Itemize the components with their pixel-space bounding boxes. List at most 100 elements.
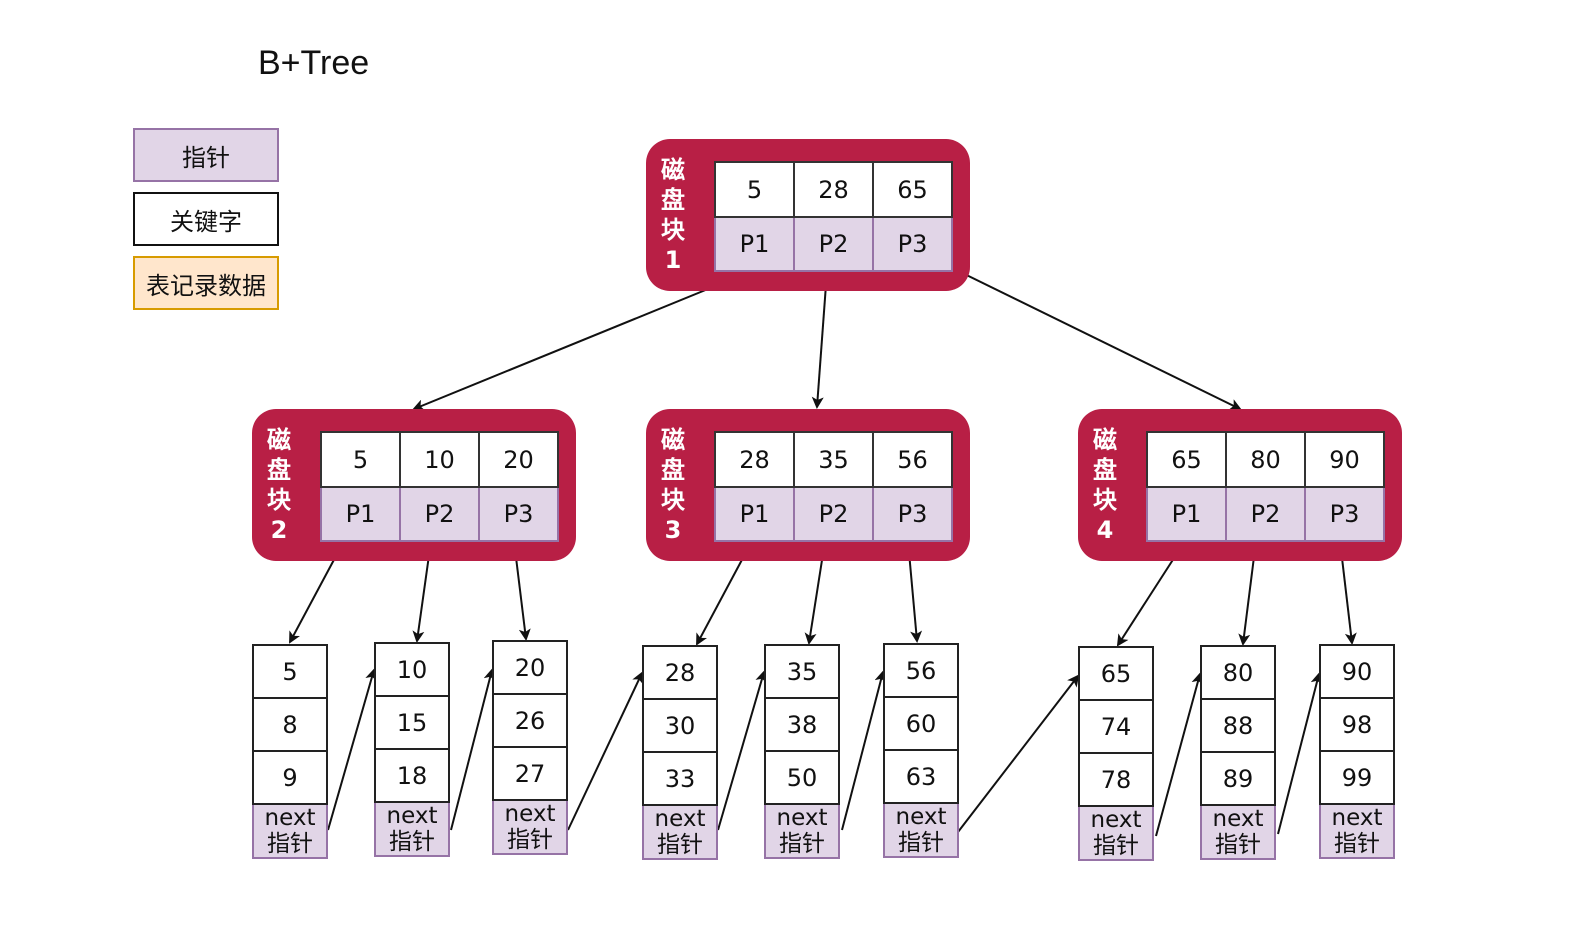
block-key: 80 [1225, 431, 1306, 488]
next-pointer-arrow [327, 668, 378, 831]
next-pointer-arrow [1277, 672, 1323, 835]
disk-block-label-char: 块 [661, 216, 685, 244]
leaf-next-pointer-text: next [776, 805, 828, 831]
leaf-next-pointer-text: 指针 [657, 832, 703, 858]
leaf-next-pointer-text: next [895, 804, 947, 830]
leaf-key: 63 [883, 749, 959, 804]
block-pointer: P1 [714, 216, 795, 272]
child-pointer-arrow [943, 263, 1242, 410]
next-pointer-arrow [717, 670, 767, 831]
block-pointer: P1 [320, 486, 401, 542]
leaf-key: 5 [252, 644, 328, 699]
leaf-key: 98 [1319, 697, 1395, 752]
leaf-next-pointer-text: next [654, 806, 706, 832]
block-key: 65 [1146, 431, 1227, 488]
block-pointer: P1 [714, 486, 795, 542]
block-key: 20 [478, 431, 559, 488]
leaf-key: 80 [1200, 645, 1276, 700]
leaf-key: 50 [764, 750, 840, 805]
block-key: 5 [320, 431, 401, 488]
disk-block-label-char: 块 [661, 486, 685, 514]
disk-block-label-char: 盘 [267, 456, 291, 484]
disk-block-label-char: 4 [1096, 516, 1114, 544]
disk-block-label-char: 2 [270, 516, 288, 544]
leaf-key: 88 [1200, 698, 1276, 753]
next-pointer-arrow [1155, 672, 1204, 837]
disk-block-label-char: 3 [664, 516, 682, 544]
disk-block-label-char: 磁 [661, 156, 685, 184]
disk-block-label-char: 磁 [1093, 426, 1117, 454]
leaf-key: 27 [492, 746, 568, 801]
disk-block-label-char: 块 [1093, 486, 1117, 514]
block-key: 65 [872, 161, 953, 218]
block-key: 5 [714, 161, 795, 218]
leaf-next-pointer-text: 指针 [389, 829, 435, 855]
leaf-next-pointer-text: next [264, 805, 316, 831]
block-key: 56 [872, 431, 953, 488]
leaf-key: 38 [764, 697, 840, 752]
leaf-next-pointer-text: next [386, 803, 438, 829]
leaf-key: 56 [883, 643, 959, 698]
block-pointer: P2 [793, 216, 874, 272]
disk-block-label-char: 盘 [1093, 456, 1117, 484]
leaf-next-pointer-text: next [1090, 807, 1142, 833]
leaf-next-pointer-text: 指针 [1093, 833, 1139, 859]
legend-pointer: 指针 [133, 128, 279, 182]
leaf-next-pointer-text: 指针 [507, 827, 553, 853]
leaf-key: 60 [883, 696, 959, 751]
block-pointer: P2 [1225, 486, 1306, 542]
block-pointer: P3 [872, 486, 953, 542]
leaf-next-pointer-text: 指针 [267, 831, 313, 857]
disk-block-label-char: 盘 [661, 186, 685, 214]
leaf-key: 99 [1319, 750, 1395, 805]
block-key: 10 [399, 431, 480, 488]
leaf-key: 33 [642, 751, 718, 806]
legend-record: 表记录数据 [133, 256, 279, 310]
leaf-next-pointer-text: next [1331, 805, 1383, 831]
leaf-key: 35 [764, 644, 840, 699]
block-pointer: P2 [399, 486, 480, 542]
leaf-key: 78 [1078, 752, 1154, 807]
leaf-key: 9 [252, 750, 328, 805]
next-pointer-arrow [957, 674, 1080, 833]
leaf-key: 10 [374, 642, 450, 697]
block-pointer: P3 [872, 216, 953, 272]
leaf-key: 15 [374, 695, 450, 750]
block-pointer: P2 [793, 486, 874, 542]
leaf-key: 28 [642, 645, 718, 700]
block-key: 28 [793, 161, 874, 218]
disk-block-label-char: 盘 [661, 456, 685, 484]
next-pointer-arrow [567, 671, 644, 831]
child-pointer-arrow [811, 270, 828, 409]
disk-block-label-char: 磁 [267, 426, 291, 454]
leaf-next-pointer-text: 指针 [1334, 831, 1380, 857]
legend-key: 关键字 [133, 192, 279, 246]
diagram-title: B+Tree [258, 44, 370, 82]
leaf-next-pointer-text: 指针 [1215, 832, 1261, 858]
block-key: 35 [793, 431, 874, 488]
